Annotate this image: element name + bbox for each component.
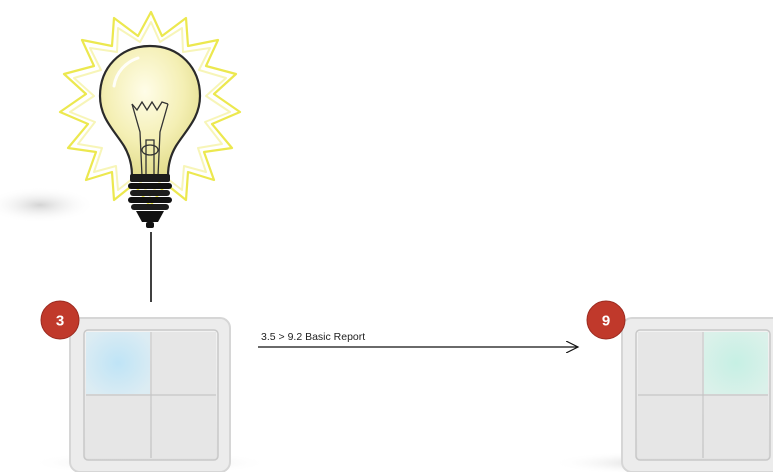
device-node-9[interactable]: 9 — [550, 300, 773, 472]
switch-button-3[interactable] — [638, 396, 702, 458]
bulb-shadow — [0, 187, 95, 223]
bulb-highlight — [112, 56, 140, 88]
switch-button-4[interactable] — [704, 396, 768, 458]
bulb-filament — [131, 100, 169, 177]
node-badge-ring — [40, 300, 80, 340]
node-badge-label: 9 — [602, 313, 610, 330]
switch-button-3[interactable] — [86, 396, 150, 458]
node-badge — [587, 301, 625, 339]
node-badge — [41, 301, 79, 339]
switch-button-2[interactable] — [704, 332, 768, 394]
switch-button-1[interactable] — [86, 332, 150, 394]
switch-button-1[interactable] — [638, 332, 702, 394]
node-badge-ring — [586, 300, 626, 340]
switch-button-4[interactable] — [152, 396, 216, 458]
bulb-base — [128, 174, 172, 228]
switch-button-2[interactable] — [152, 332, 216, 394]
node-badge-label: 3 — [56, 313, 64, 330]
report-arrow: 3.5 > 9.2 Basic Report — [258, 331, 578, 347]
device-node-3[interactable]: 3 — [30, 300, 270, 472]
arrow-label: 3.5 > 9.2 Basic Report — [261, 331, 365, 343]
light-bulb-icon — [0, 10, 242, 228]
